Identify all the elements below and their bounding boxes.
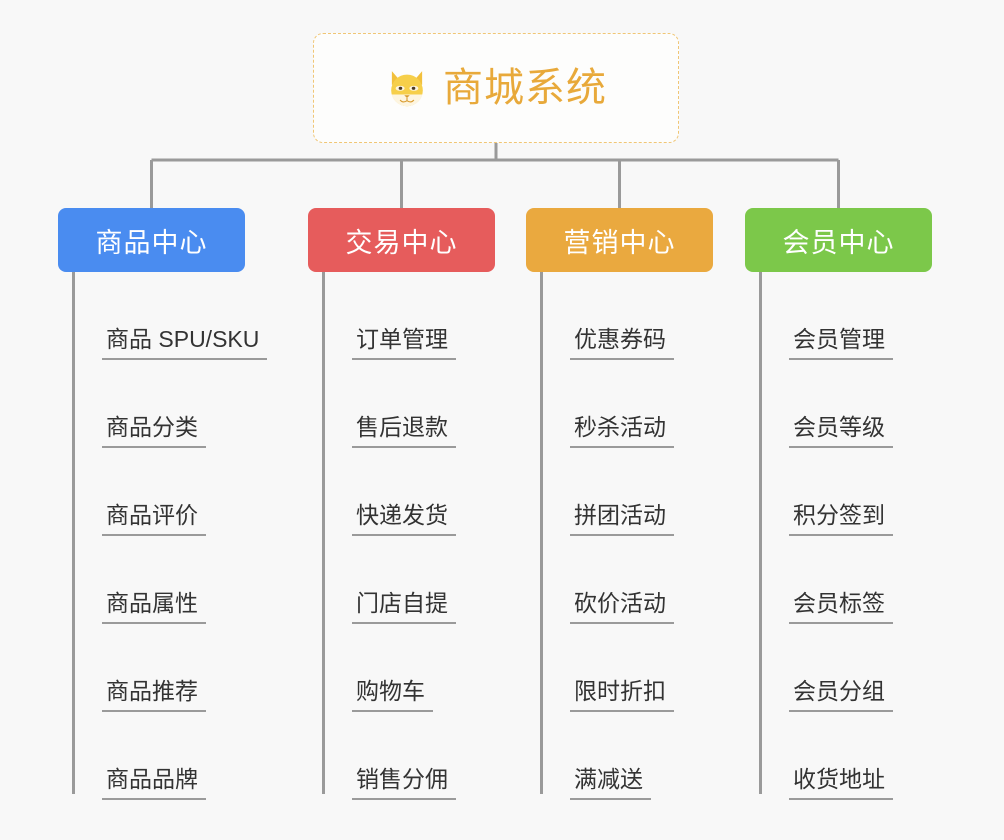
leaf-item[interactable]: 秒杀活动 (540, 360, 674, 448)
leaf-item[interactable]: 商品分类 (72, 360, 267, 448)
leaf-item[interactable]: 会员等级 (759, 360, 893, 448)
branch-header-marketing-center[interactable]: 营销中心 (526, 208, 713, 272)
branch-marketing-center: 营销中心 (526, 208, 713, 272)
leaf-label: 会员等级 (789, 414, 893, 448)
leaf-item[interactable]: 商品 SPU/SKU (72, 272, 268, 360)
leaf-item[interactable]: 购物车 (322, 624, 456, 712)
branch-product-center: 商品中心 (58, 208, 245, 272)
leaf-label: 拼团活动 (570, 502, 674, 536)
leaf-label: 门店自提 (352, 590, 456, 624)
leaf-label: 商品 SPU/SKU (102, 326, 268, 360)
leaf-item[interactable]: 拼团活动 (540, 448, 674, 536)
shiba-dog-face-icon (391, 71, 423, 107)
branch-header-product-center[interactable]: 商品中心 (58, 208, 245, 272)
leaf-item[interactable]: 订单管理 (322, 272, 456, 360)
leaf-label: 订单管理 (352, 326, 456, 360)
leaf-item[interactable]: 限时折扣 (540, 624, 674, 712)
leaf-list-marketing-center: 优惠券码秒杀活动拼团活动砍价活动限时折扣满减送 (540, 272, 674, 800)
leaf-label: 购物车 (352, 678, 433, 712)
leaf-item[interactable]: 会员管理 (759, 272, 893, 360)
leaf-item[interactable]: 优惠券码 (540, 272, 674, 360)
leaf-item[interactable]: 砍价活动 (540, 536, 674, 624)
leaf-label: 商品评价 (102, 502, 206, 536)
leaf-label: 砍价活动 (570, 590, 674, 624)
leaf-label: 会员标签 (789, 590, 893, 624)
leaf-item[interactable]: 会员标签 (759, 536, 893, 624)
leaf-label: 售后退款 (352, 414, 456, 448)
root-title: 商城系统 (443, 66, 607, 110)
leaf-label: 商品属性 (102, 590, 206, 624)
leaf-label: 收货地址 (789, 766, 893, 800)
branch-header-trade-center[interactable]: 交易中心 (308, 208, 495, 272)
branch-trade-center: 交易中心 (308, 208, 495, 272)
leaf-item[interactable]: 商品属性 (72, 536, 267, 624)
leaf-label: 商品分类 (102, 414, 206, 448)
leaf-label: 满减送 (570, 766, 651, 800)
leaf-label: 会员分组 (789, 678, 893, 712)
leaf-item[interactable]: 积分签到 (759, 448, 893, 536)
leaf-item[interactable]: 收货地址 (759, 712, 893, 800)
leaf-label: 优惠券码 (570, 326, 674, 360)
leaf-label: 商品品牌 (102, 766, 206, 800)
leaf-item[interactable]: 售后退款 (322, 360, 456, 448)
leaf-list-member-center: 会员管理会员等级积分签到会员标签会员分组收货地址 (759, 272, 893, 800)
leaf-item[interactable]: 商品推荐 (72, 624, 267, 712)
leaf-item[interactable]: 会员分组 (759, 624, 893, 712)
leaf-label: 快递发货 (352, 502, 456, 536)
leaf-label: 积分签到 (789, 502, 893, 536)
leaf-item[interactable]: 销售分佣 (322, 712, 456, 800)
leaf-list-trade-center: 订单管理售后退款快递发货门店自提购物车销售分佣 (322, 272, 456, 800)
leaf-list-product-center: 商品 SPU/SKU 商品分类商品评价商品属性商品推荐商品品牌 (72, 272, 268, 800)
leaf-item[interactable]: 商品评价 (72, 448, 267, 536)
leaf-label: 商品推荐 (102, 678, 206, 712)
branch-member-center: 会员中心 (745, 208, 932, 272)
leaf-item[interactable]: 快递发货 (322, 448, 456, 536)
leaf-item[interactable]: 门店自提 (322, 536, 456, 624)
leaf-label: 销售分佣 (352, 766, 456, 800)
leaf-item[interactable]: 商品品牌 (72, 712, 267, 800)
leaf-item[interactable]: 满减送 (540, 712, 674, 800)
leaf-label: 秒杀活动 (570, 414, 674, 448)
leaf-label: 会员管理 (789, 326, 893, 360)
leaf-label: 限时折扣 (570, 678, 674, 712)
branch-header-member-center[interactable]: 会员中心 (745, 208, 932, 272)
root-node[interactable]: 商城系统 (313, 33, 679, 143)
